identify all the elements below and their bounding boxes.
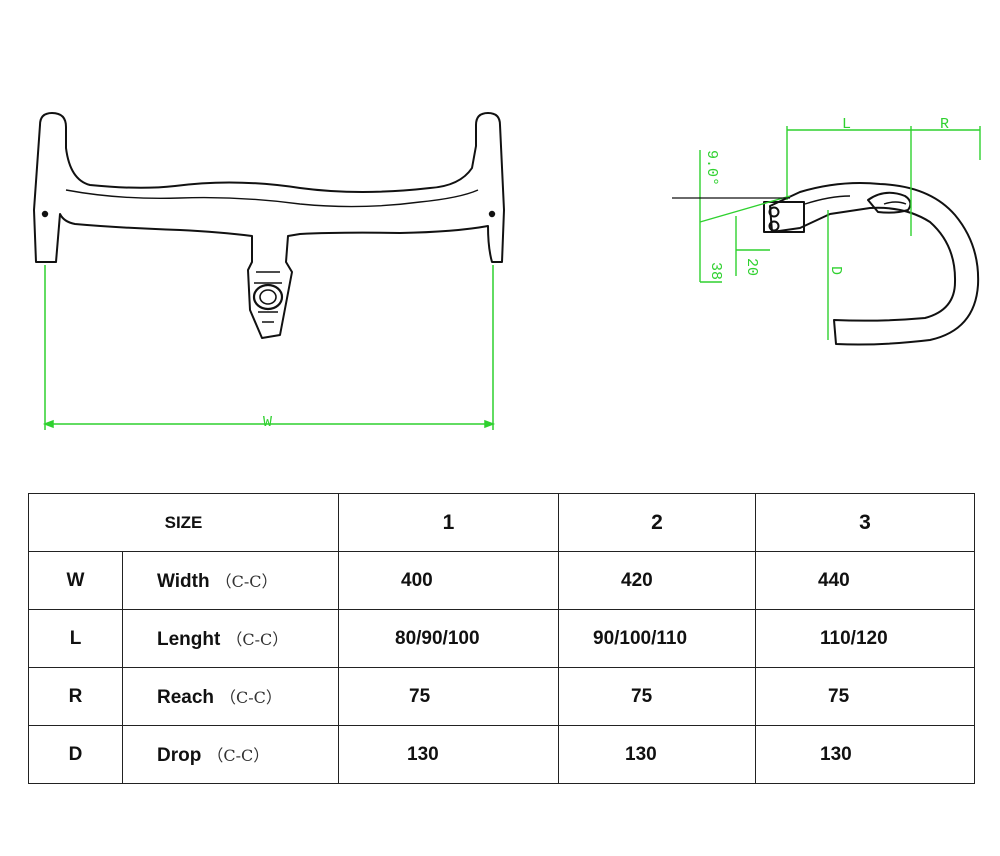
row-value: 75 <box>755 667 976 726</box>
stack-a-label: 38 <box>707 262 724 280</box>
row-code: D <box>28 725 123 784</box>
row-value: 75 <box>558 667 757 726</box>
row-value: 75 <box>338 667 560 726</box>
table-row: R Reach （C-C） 75 75 75 <box>28 667 976 726</box>
row-unit: （C-C） <box>207 746 270 765</box>
bar-top-line <box>65 189 479 208</box>
length-label: L <box>842 116 851 133</box>
table-row: D Drop （C-C） 130 130 130 <box>28 725 976 784</box>
size-2-header: 2 <box>558 493 757 552</box>
width-dimension <box>42 265 496 430</box>
row-code: R <box>28 667 123 726</box>
row-label: Width （C-C） <box>121 551 340 610</box>
reach-label: R <box>940 116 949 133</box>
right-bolt <box>488 210 496 218</box>
table-row: W Width （C-C） 400 420 440 <box>28 551 976 610</box>
table-header-row: SIZE 1 2 3 <box>27 493 976 552</box>
stack-b-label: 20 <box>743 258 760 276</box>
row-value: 420 <box>558 551 757 610</box>
table-row: L Lenght （C-C） 80/90/100 90/100/110 110/1… <box>28 609 976 668</box>
handlebar-drawing: W L R D 9.0° 38 20 <box>33 112 981 431</box>
stem-box <box>763 201 805 233</box>
stem-bolt-top <box>768 206 780 218</box>
angle-label: 9.0° <box>703 150 720 186</box>
row-unit: （C-C） <box>215 572 278 591</box>
row-name: Width <box>157 571 210 592</box>
left-bolt <box>41 210 49 218</box>
drop-label: D <box>827 266 844 275</box>
stem-clamp-inner <box>259 289 277 305</box>
row-code: L <box>28 609 123 668</box>
row-name: Drop <box>157 745 202 766</box>
width-label: W <box>263 414 272 431</box>
stem-bolt-bottom <box>768 220 780 232</box>
left-drop-outline <box>33 112 505 339</box>
stem-hood-line <box>804 195 851 205</box>
row-label: Drop （C-C） <box>121 725 340 784</box>
front-view <box>33 112 505 339</box>
side-view <box>763 182 980 346</box>
row-unit: （C-C） <box>220 688 282 707</box>
row-code: W <box>28 551 123 610</box>
side-dimensions <box>699 126 981 340</box>
row-label: Reach （C-C） <box>121 667 340 726</box>
hood-line <box>883 201 907 205</box>
stem-clamp <box>252 283 284 311</box>
row-value: 90/100/110 <box>558 609 757 668</box>
stem-lines <box>254 271 282 323</box>
size-3-header: 3 <box>755 493 976 552</box>
row-label: Lenght （C-C） <box>121 609 340 668</box>
row-value: 110/120 <box>755 609 976 668</box>
row-name: Reach <box>157 687 215 708</box>
row-value: 130 <box>338 725 560 784</box>
side-bar-outline <box>769 182 980 346</box>
row-value: 130 <box>558 725 757 784</box>
row-value: 400 <box>338 551 560 610</box>
row-value: 440 <box>755 551 976 610</box>
row-unit: （C-C） <box>226 630 289 649</box>
row-value: 130 <box>755 725 976 784</box>
size-1-header: 1 <box>338 493 560 552</box>
size-header: SIZE <box>27 493 340 552</box>
row-value: 80/90/100 <box>338 609 560 668</box>
size-table: SIZE 1 2 3 W Width （C-C） 400 420 440 L Le… <box>27 493 976 784</box>
row-name: Lenght <box>157 629 221 650</box>
